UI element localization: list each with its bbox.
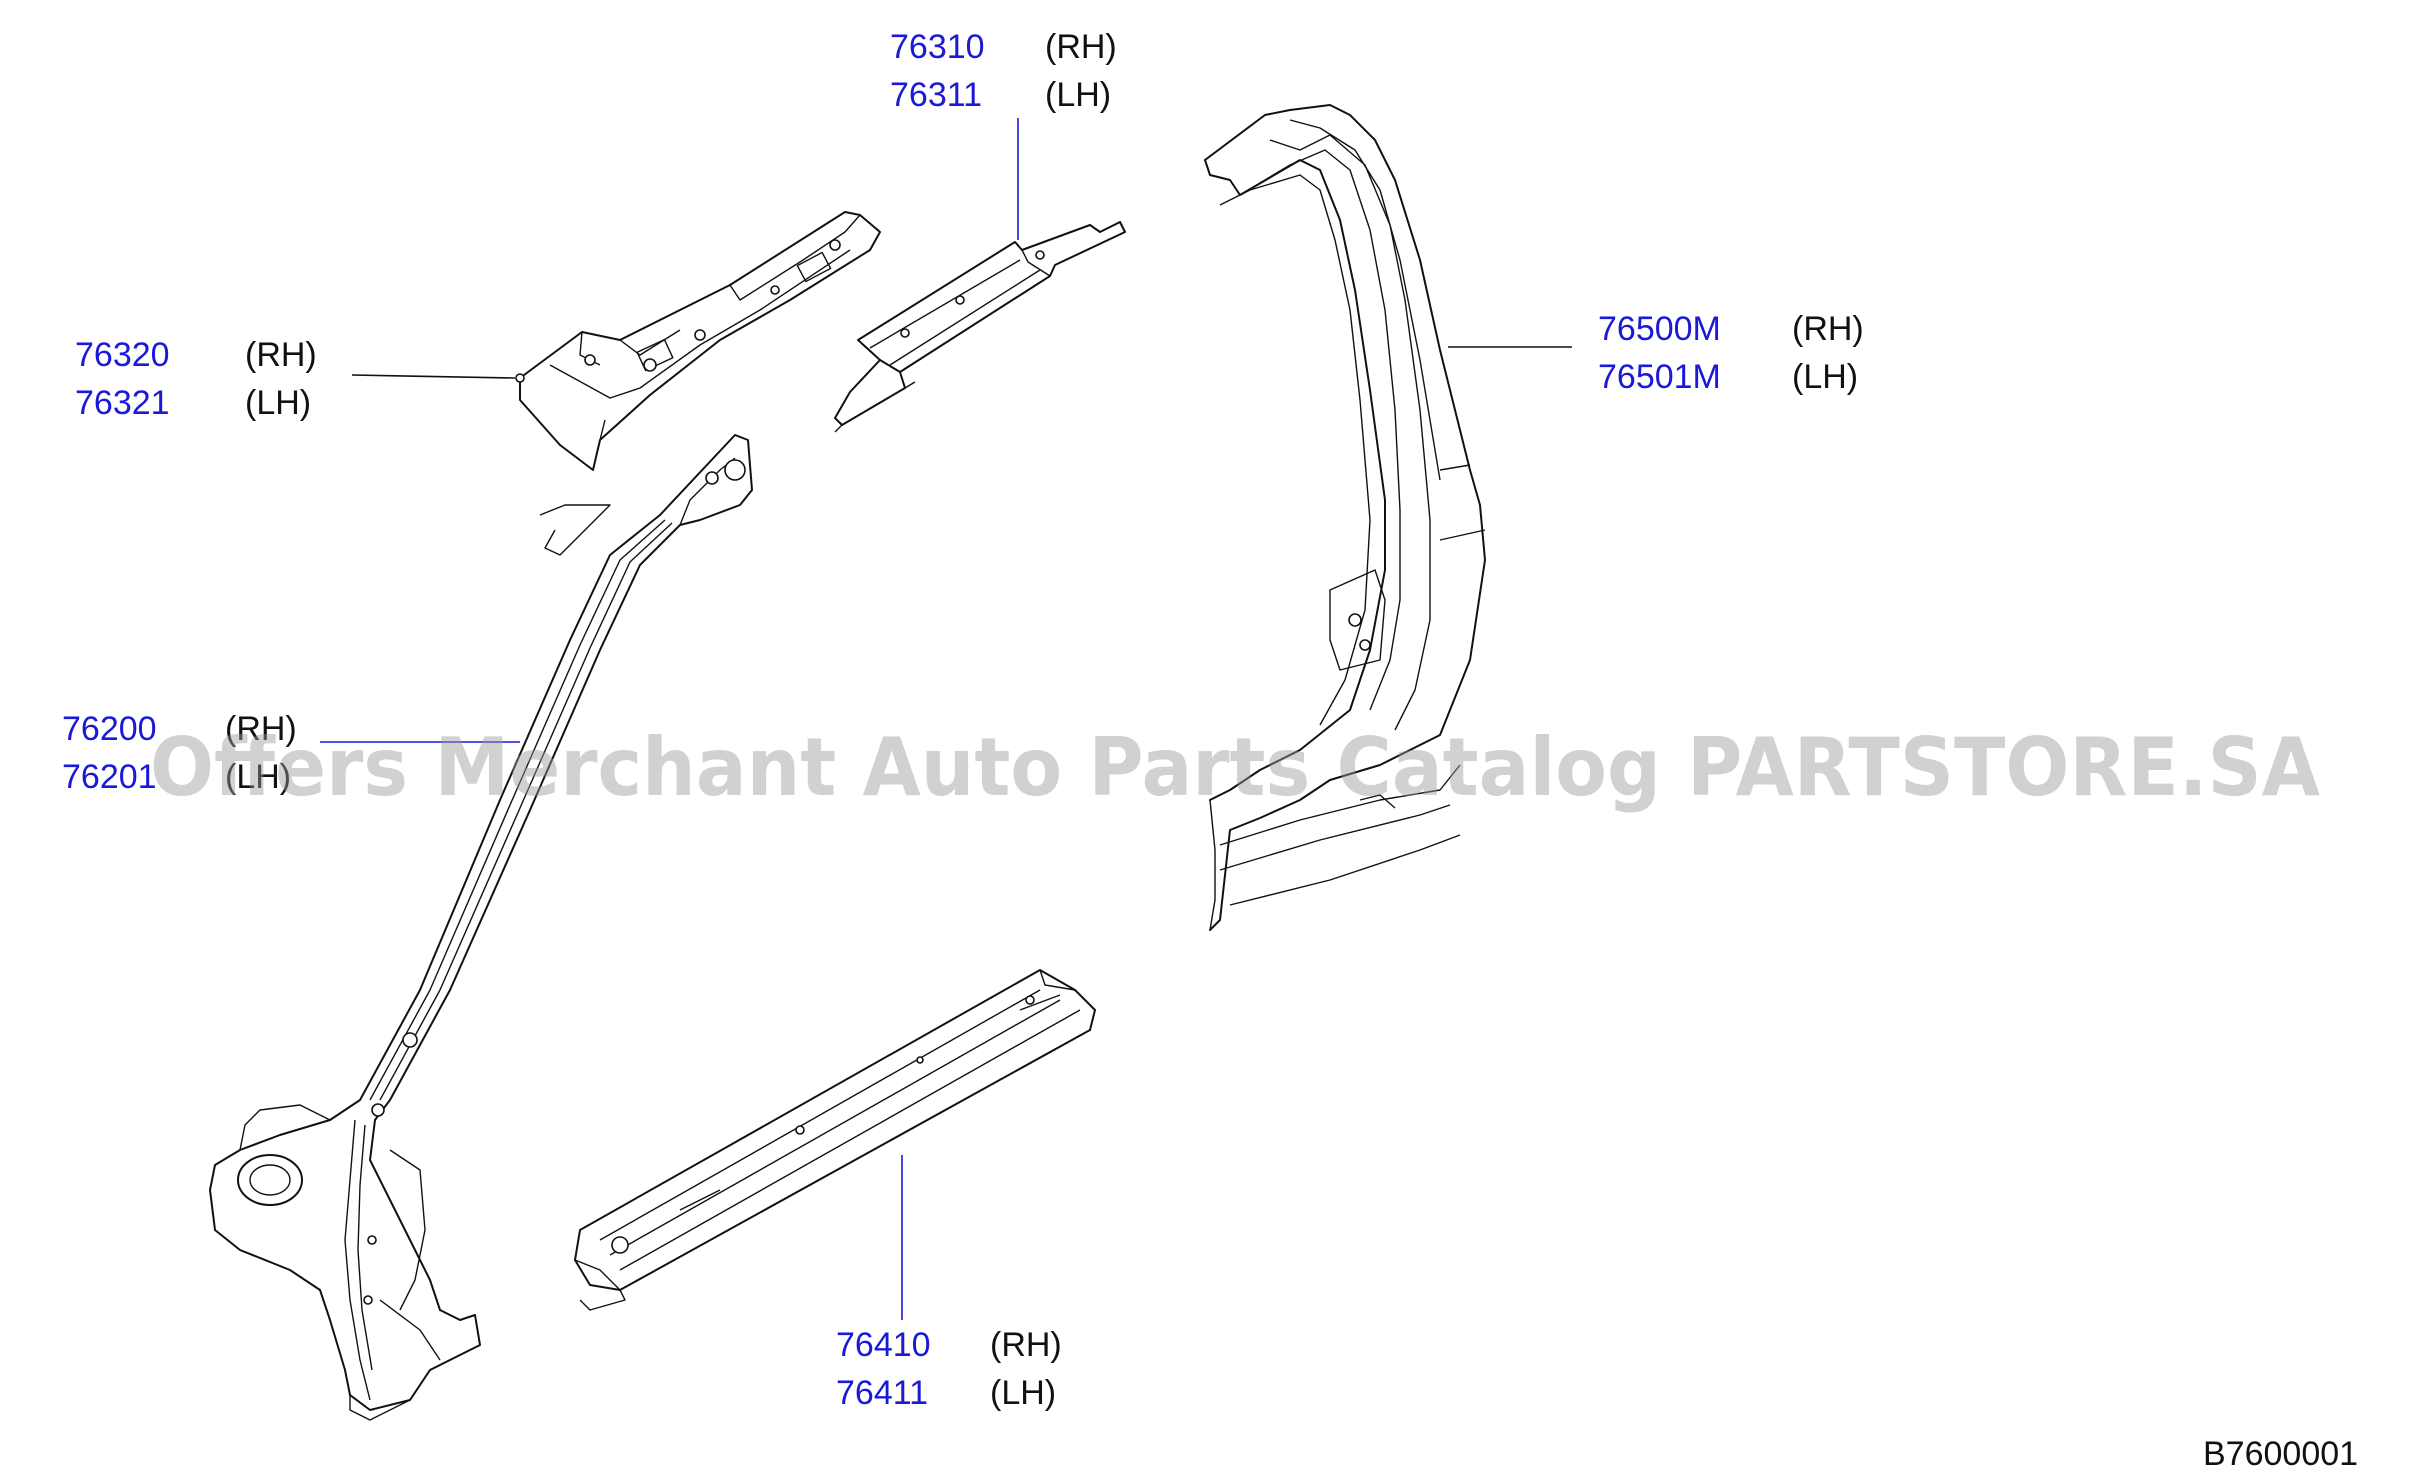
part-number-76311[interactable]: 76311 [890, 76, 982, 114]
side-label-lh: (LH) [225, 758, 291, 796]
callout-roof-rail-front: 76310 (RH) 76311 (LH) [890, 28, 1117, 114]
part-number-76411[interactable]: 76411 [836, 1374, 928, 1412]
rear-pillar-drawing [1204, 104, 1486, 931]
pillar-reinforcement-drawing [515, 211, 881, 471]
side-label-rh: (RH) [1792, 310, 1864, 348]
side-label-rh: (RH) [245, 336, 317, 374]
roof-rail-front-drawing [834, 221, 1126, 433]
callout-inner-pillar-reinf: 76320 (RH) 76321 (LH) [75, 336, 317, 422]
sill-drawing [574, 969, 1096, 1311]
side-label-lh: (LH) [990, 1374, 1056, 1412]
side-label-lh: (LH) [245, 384, 311, 422]
callout-front-pillar: 76200 (RH) 76201 (LH) [62, 710, 297, 796]
part-number-76320[interactable]: 76320 [75, 336, 170, 374]
part-number-76310[interactable]: 76310 [890, 28, 985, 66]
front-pillar-drawing [209, 434, 753, 1421]
part-number-76200[interactable]: 76200 [62, 710, 157, 748]
leader-lines [320, 118, 1572, 1320]
callout-rear-pillar: 76500M (RH) 76501M (LH) [1598, 310, 1864, 396]
part-number-76201[interactable]: 76201 [62, 758, 157, 796]
part-number-76501M[interactable]: 76501M [1598, 358, 1721, 396]
side-label-lh: (LH) [1792, 358, 1858, 396]
side-label-lh: (LH) [1045, 76, 1111, 114]
side-label-rh: (RH) [990, 1326, 1062, 1364]
part-number-76410[interactable]: 76410 [836, 1326, 931, 1364]
leader-76320 [351, 374, 516, 379]
part-number-76500M[interactable]: 76500M [1598, 310, 1721, 348]
side-label-rh: (RH) [1045, 28, 1117, 66]
side-label-rh: (RH) [225, 710, 297, 748]
part-number-76321[interactable]: 76321 [75, 384, 170, 422]
watermark-text: Offers Merchant Auto Parts Catalog PARTS… [150, 721, 2320, 814]
callout-sill: 76410 (RH) 76411 (LH) [836, 1326, 1062, 1412]
diagram-code: B7600001 [2203, 1435, 2358, 1473]
